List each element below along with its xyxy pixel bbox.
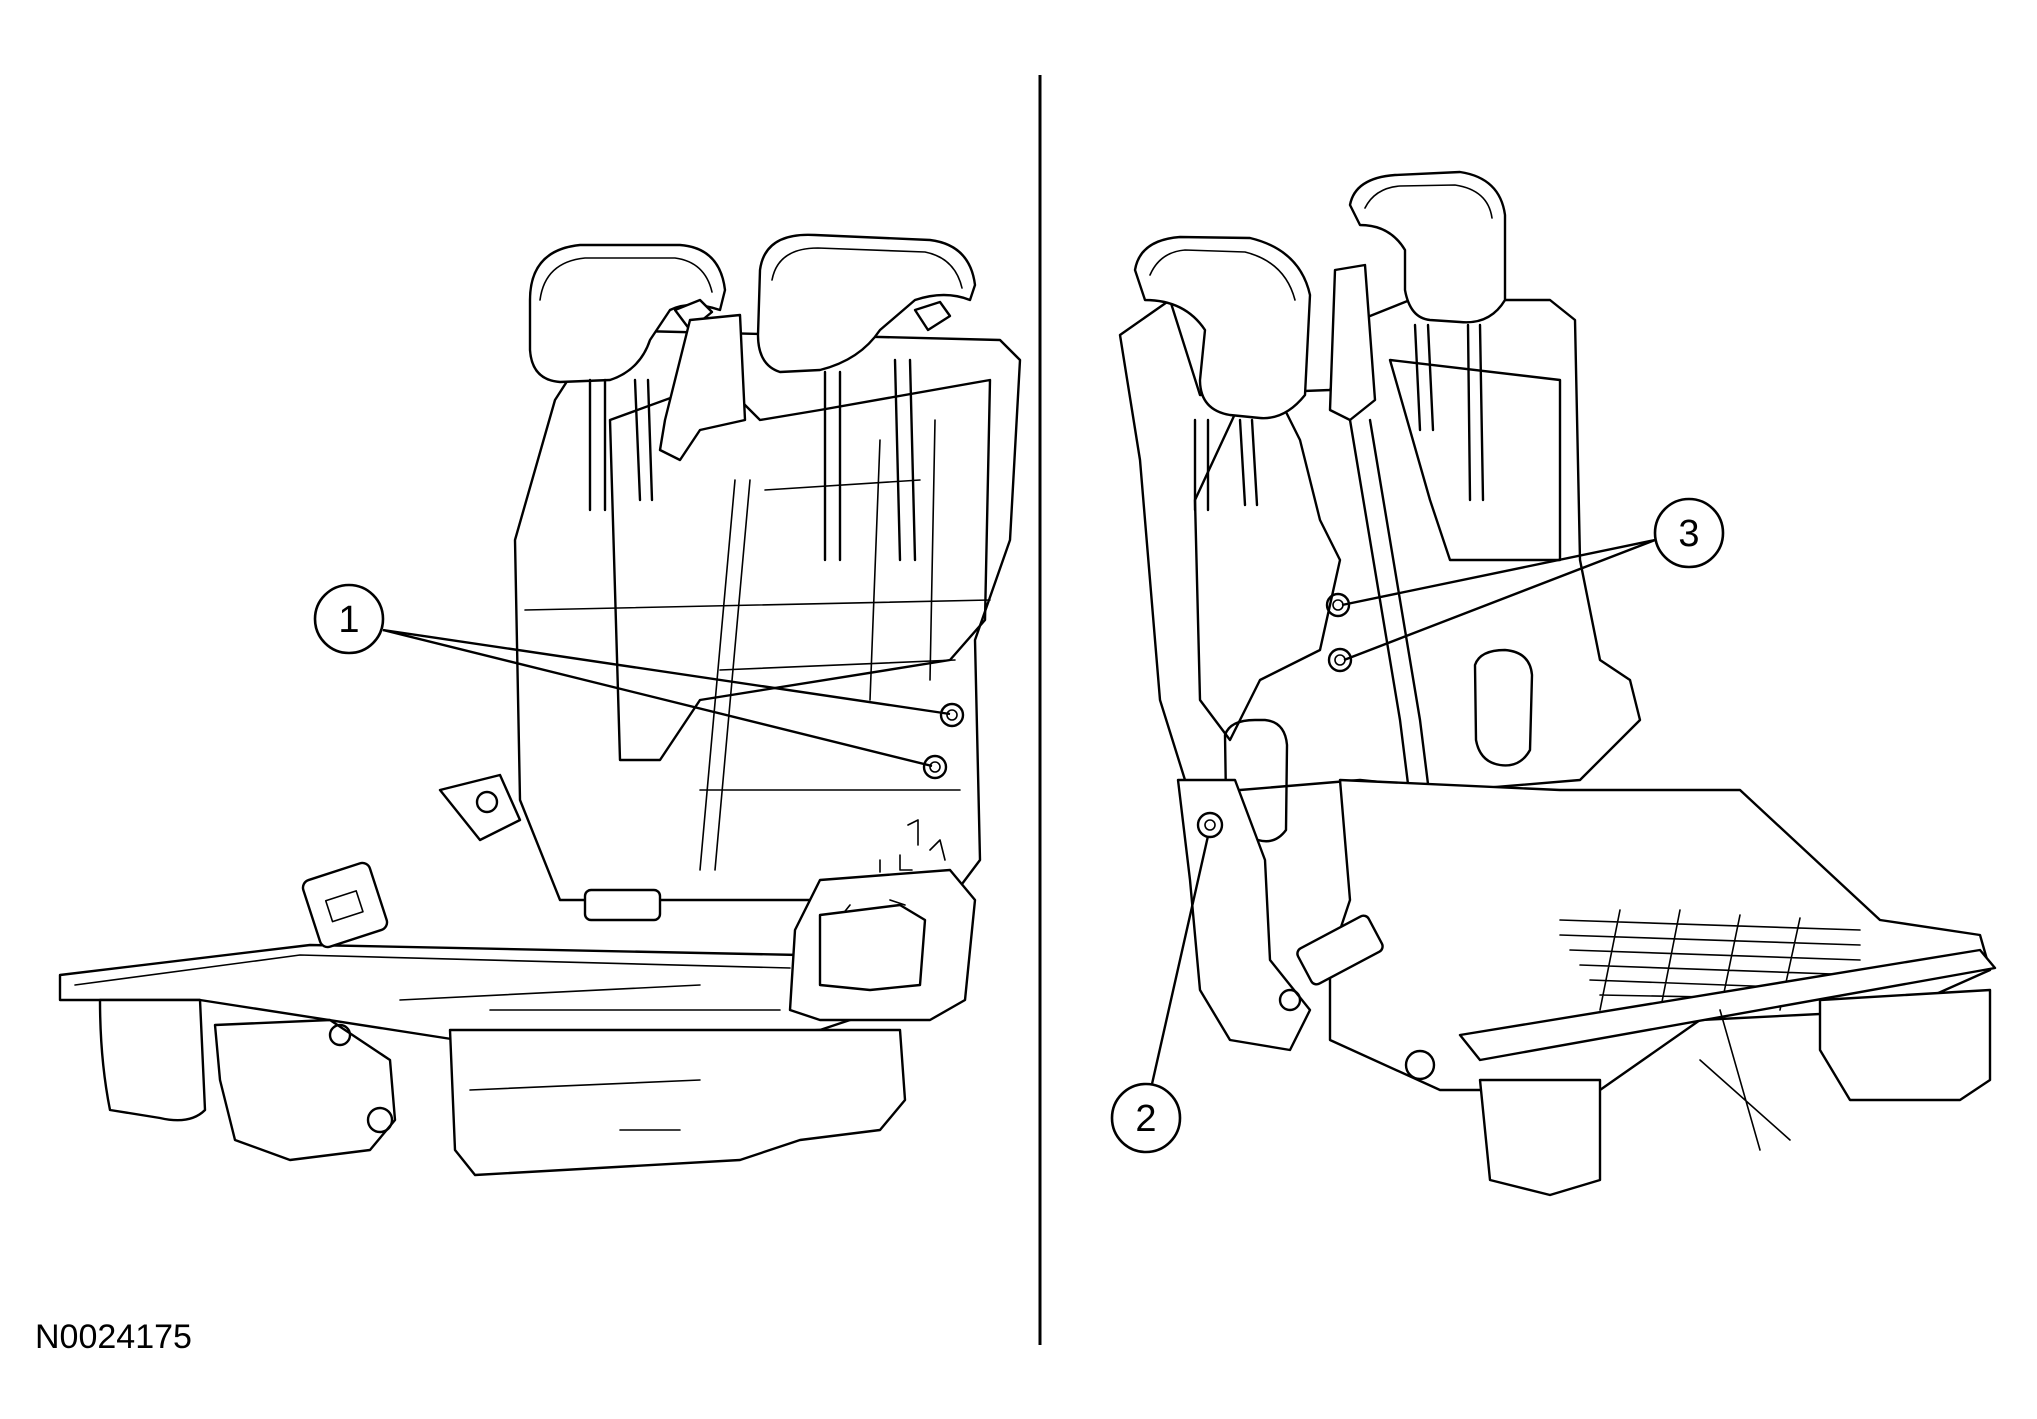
callout-2: 2 — [1110, 835, 1210, 1154]
callout-3: 3 — [1341, 497, 1725, 662]
right-headrest-b — [1348, 170, 1507, 324]
left-latch-column — [658, 313, 747, 462]
left-bolt-lower — [922, 754, 948, 780]
right-slot-right — [1473, 648, 1534, 767]
callout-1-label: 1 — [338, 599, 359, 641]
right-headrest-posts — [1193, 323, 1485, 512]
left-buckle-a — [301, 861, 389, 949]
left-vertical-stays — [699, 419, 936, 871]
left-headrest-b — [756, 233, 977, 374]
left-seatback-panel — [608, 378, 992, 762]
left-seat-view — [58, 233, 1022, 1177]
callout-2-leader — [1150, 835, 1210, 1085]
right-front-pan — [1478, 1078, 1602, 1197]
callout-2-label: 2 — [1135, 1098, 1156, 1140]
right-pivot-bolt — [1196, 811, 1224, 839]
right-seatback-panel — [1193, 358, 1342, 742]
left-recline-icons — [879, 819, 946, 873]
left-side-bracket — [213, 1018, 397, 1162]
callout-1-leader-a — [382, 628, 951, 716]
callout-3-leader-a — [1341, 538, 1656, 607]
right-bolt-lower — [1327, 647, 1353, 673]
left-headrest-posts — [588, 358, 917, 562]
right-seatback-frame — [1118, 298, 1642, 792]
right-side-rail — [1176, 778, 1312, 1052]
callout-1: 1 — [313, 583, 951, 768]
left-front-pan — [98, 998, 207, 1122]
callout-3-leader-b — [1343, 538, 1656, 662]
callout-1-leader-b — [382, 628, 933, 768]
left-lower-riser — [448, 1028, 907, 1177]
right-bolt-upper — [1325, 592, 1351, 618]
right-latch-column — [1328, 263, 1377, 422]
callout-3-label: 3 — [1678, 513, 1699, 555]
right-rear-feet — [1818, 988, 1992, 1102]
left-frame-bars — [524, 479, 991, 791]
right-buckle — [1296, 914, 1384, 986]
left-buckle-b — [583, 888, 662, 922]
right-seat-view — [1118, 170, 1997, 1197]
right-headrest-a — [1133, 235, 1312, 420]
figure-id: N0024175 — [35, 1318, 192, 1356]
left-bolt-upper — [939, 702, 965, 728]
